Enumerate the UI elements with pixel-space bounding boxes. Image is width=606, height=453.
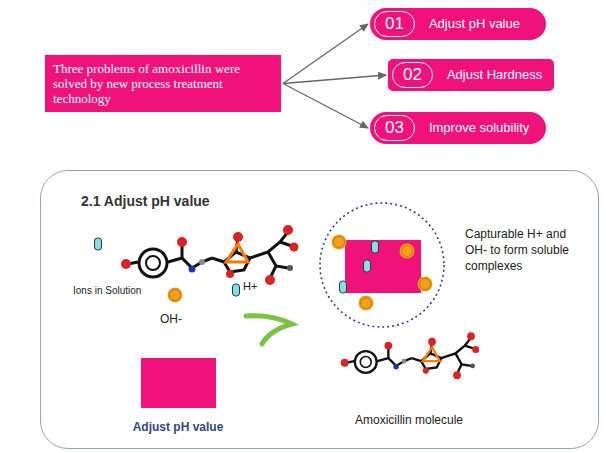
section-heading: 2.1 Adjust pH value (81, 193, 210, 209)
section-panel: 2.1 Adjust pH valueAdjust pH value (40, 170, 599, 449)
annotation-label: OH- (160, 311, 182, 327)
step-label: Adjust Hardness (447, 68, 542, 82)
intro-box: Three problems of amoxicillin were solve… (45, 55, 281, 112)
arrow-connector (283, 24, 368, 84)
step-number: 02 (392, 62, 433, 88)
annotation-label: Capturable H+ and OH- to form soluble co… (465, 226, 587, 274)
step-number: 03 (374, 115, 415, 141)
step-pill: 01 Adjust pH value (370, 8, 546, 40)
step-pill: 02 Adjust Hardness (388, 59, 554, 91)
step-number: 01 (374, 11, 415, 37)
annotation-label: Ions in Solution (73, 284, 141, 298)
annotation-label: Amoxicillin molecule (355, 412, 463, 428)
square-caption: Adjust pH value (103, 420, 253, 434)
arrow-connector (283, 84, 368, 129)
annotation-label: H+ (243, 279, 257, 294)
arrow-connector (283, 75, 386, 84)
step-pill: 03 Improve solubility (370, 112, 546, 144)
intro-text: Three problems of amoxicillin were solve… (53, 61, 273, 106)
process-square: Adjust pH value (103, 358, 253, 434)
step-label: Adjust pH value (429, 17, 520, 31)
pink-square (141, 358, 216, 408)
step-label: Improve solubility (429, 121, 529, 135)
